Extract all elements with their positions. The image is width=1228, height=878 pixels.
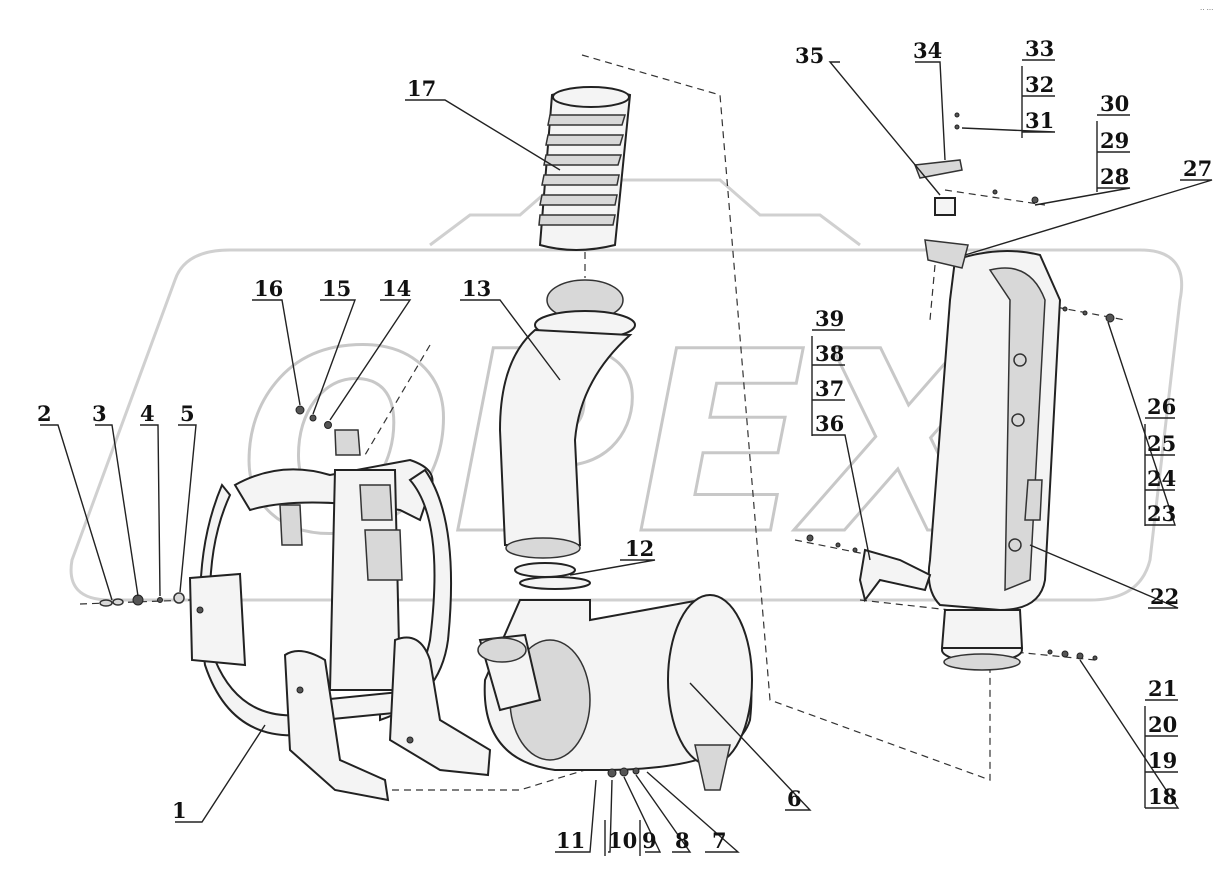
callout-16: 16	[254, 276, 283, 301]
callout-18: 18	[1148, 784, 1177, 809]
callout-31: 31	[1025, 108, 1054, 133]
callout-21: 21	[1148, 676, 1177, 701]
callout-11: 11	[556, 828, 585, 853]
callout-15: 15	[322, 276, 351, 301]
callout-32: 32	[1025, 72, 1054, 97]
callout-9: 9	[642, 828, 657, 853]
bellows-hose	[538, 86, 632, 251]
callout-10: 10	[608, 828, 637, 853]
callout-34: 34	[913, 38, 942, 63]
callout-39: 39	[815, 306, 844, 331]
callout-30: 30	[1100, 91, 1129, 116]
callout-1: 1	[172, 798, 187, 823]
callout-38: 38	[815, 341, 844, 366]
callout-37: 37	[815, 376, 844, 401]
mounting-bracket-lower	[806, 534, 932, 603]
gasket-ring	[519, 576, 591, 590]
leader-lines	[40, 59, 1213, 853]
callout-23: 23	[1147, 501, 1176, 526]
callout-25: 25	[1147, 431, 1176, 456]
callout-7: 7	[712, 828, 727, 853]
bracket-frame	[188, 429, 492, 802]
callout-3: 3	[92, 401, 107, 426]
callout-6: 6	[787, 786, 802, 811]
callout-36: 36	[815, 411, 844, 436]
callout-4: 4	[140, 401, 155, 426]
callout-14: 14	[382, 276, 411, 301]
callout-13: 13	[462, 276, 491, 301]
fastener-set-top	[295, 405, 332, 429]
callout-26: 26	[1147, 394, 1176, 419]
callout-5: 5	[180, 401, 195, 426]
callout-labels: 1 2 3 4 5 6 7 8 9 10 11 12 13 14 15 16 1…	[37, 36, 1212, 853]
air-filter-housing	[477, 594, 753, 791]
fastener-set-lower-right	[1047, 649, 1098, 661]
callout-29: 29	[1100, 128, 1129, 153]
callout-35: 35	[795, 43, 824, 68]
callout-28: 28	[1100, 164, 1129, 189]
curved-intake-pipe	[498, 279, 636, 578]
callout-8: 8	[675, 828, 690, 853]
callout-12: 12	[625, 536, 654, 561]
callout-22: 22	[1150, 584, 1179, 609]
fastener-set-right	[1062, 306, 1115, 323]
label-dividers	[604, 66, 1146, 856]
callout-20: 20	[1148, 712, 1177, 737]
callout-19: 19	[1148, 748, 1177, 773]
callout-2: 2	[37, 401, 52, 426]
callout-33: 33	[1025, 36, 1054, 61]
mounting-hardware-upper	[913, 112, 1039, 269]
callout-24: 24	[1147, 466, 1176, 491]
callout-17: 17	[407, 76, 436, 101]
callout-27: 27	[1183, 156, 1212, 181]
muffler-body	[927, 250, 1062, 671]
corner-text: ·· ···	[1200, 6, 1213, 14]
